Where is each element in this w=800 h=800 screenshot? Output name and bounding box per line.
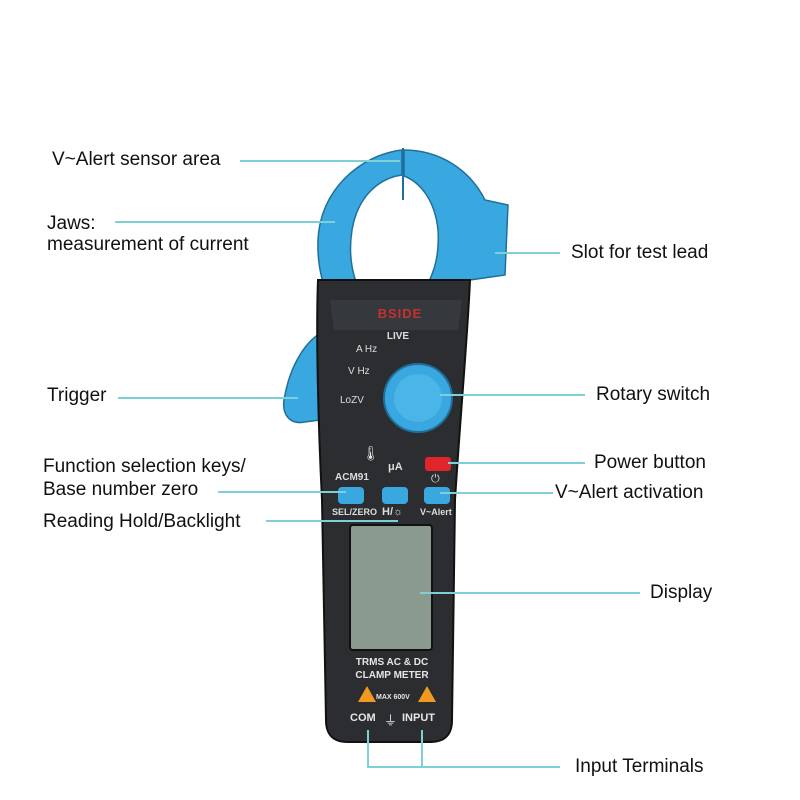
meter-top-face: [330, 300, 462, 330]
dial-label-lozv: LoZV: [340, 395, 364, 406]
callout-slot-test-lead: Slot for test lead: [571, 242, 709, 263]
power-symbol: ⏻: [431, 473, 440, 485]
leader-input-input: [421, 730, 423, 766]
valert-button[interactable]: [424, 487, 450, 504]
leader-hold: [266, 520, 398, 522]
leader-valert-activation: [440, 492, 553, 494]
callout-function-keys-1: Function selection keys/: [43, 456, 246, 477]
jaw-right: [403, 149, 509, 301]
leader-slot: [495, 252, 560, 254]
max-voltage-label: MAX 600V: [376, 694, 410, 701]
callout-power-button: Power button: [594, 452, 706, 473]
live-label: LIVE: [386, 331, 410, 342]
leader-trigger: [118, 397, 298, 399]
callout-jaws-title: Jaws:: [47, 213, 96, 234]
callout-reading-hold: Reading Hold/Backlight: [43, 511, 241, 532]
ground-symbol: ⏚: [384, 713, 398, 728]
leader-input-com: [367, 730, 369, 766]
hold-label: H/☼: [382, 506, 404, 518]
brand-label: BSIDE: [377, 306, 423, 321]
leader-function-keys: [218, 491, 346, 493]
trigger: [282, 330, 323, 424]
leader-input-terminals: [367, 766, 560, 768]
sel-zero-label: SEL/ZERO: [332, 507, 378, 517]
callout-display: Display: [650, 582, 713, 603]
ua-label: μA: [388, 461, 403, 473]
callout-rotary-switch: Rotary switch: [596, 384, 711, 405]
com-label: COM: [350, 712, 376, 724]
model-label: ACM91: [335, 472, 369, 483]
lcd-display: [349, 524, 433, 651]
sel-zero-button[interactable]: [338, 487, 364, 504]
callout-function-keys-2: Base number zero: [43, 479, 199, 500]
front-text-line2: CLAMP METER: [355, 670, 429, 681]
hold-button[interactable]: [382, 487, 408, 504]
callout-jaws-desc: measurement of current: [47, 234, 249, 255]
callout-input-terminals: Input Terminals: [575, 756, 704, 777]
rotary-dial-inner: [394, 374, 442, 422]
thermometer-icon: 🌡: [362, 445, 380, 461]
leader-valert-sensor: [240, 160, 400, 162]
valert-label: V~Alert: [420, 507, 452, 517]
input-label: INPUT: [402, 712, 435, 724]
leader-display: [420, 592, 640, 594]
dial-label-v: V Hz: [348, 366, 370, 377]
callout-valert-sensor: V~Alert sensor area: [52, 149, 221, 170]
power-button[interactable]: [425, 457, 451, 471]
leader-rotary: [440, 394, 585, 396]
warning-triangle-right: [418, 686, 436, 702]
dial-label-a: A Hz: [356, 344, 378, 355]
warning-triangle-left: [358, 686, 376, 702]
front-text-line1: TRMS AC & DC: [355, 657, 429, 668]
leader-jaws: [115, 221, 335, 223]
callout-trigger: Trigger: [47, 385, 107, 406]
callout-valert-activation: V~Alert activation: [555, 482, 704, 503]
leader-power: [448, 462, 585, 464]
